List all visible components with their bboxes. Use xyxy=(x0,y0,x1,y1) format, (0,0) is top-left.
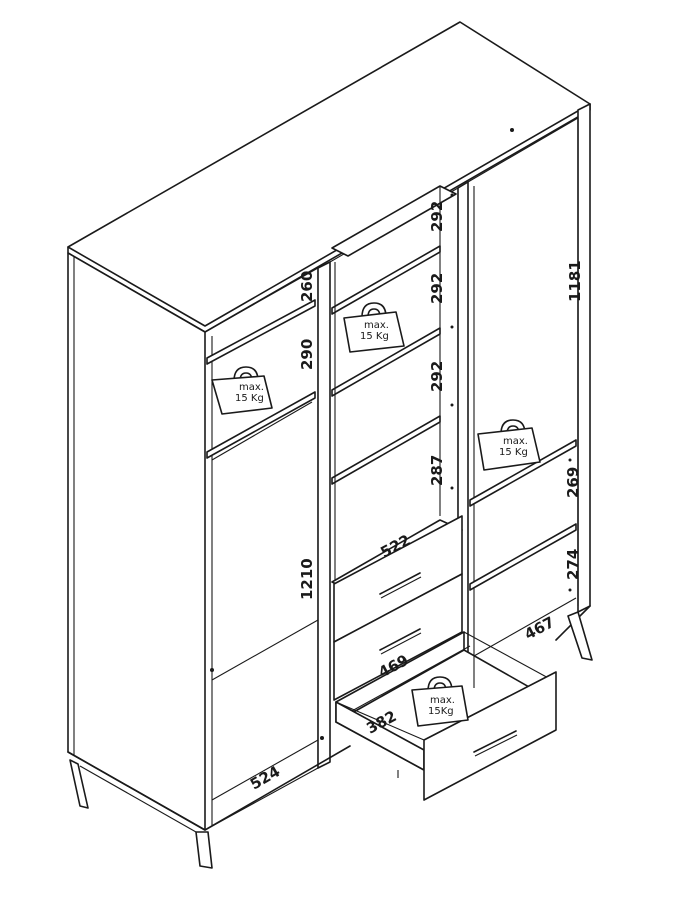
dim-left-hanging-height: 1210 xyxy=(298,558,316,600)
dim-middle-gap-4: 287 xyxy=(428,455,446,486)
leg-front-left xyxy=(69,759,89,809)
dim-middle-gap-2: 292 xyxy=(428,273,446,304)
drawer-1-handle[interactable] xyxy=(379,572,421,595)
right-load-line1: max. xyxy=(503,436,528,447)
base-front xyxy=(67,745,351,831)
weight-icon-left xyxy=(211,366,273,415)
leg-front-center xyxy=(195,831,213,869)
dim-right-hanging-height: 1181 xyxy=(566,260,584,302)
dim-right-gap-2: 274 xyxy=(564,549,582,580)
right-load-line2: 15 Kg xyxy=(499,447,528,458)
left-divider xyxy=(317,261,331,769)
right-shelf-1 xyxy=(469,439,577,507)
left-bottom xyxy=(211,619,319,681)
open-drawer-front-top xyxy=(335,671,557,741)
dim-left-shelf-height: 290 xyxy=(298,339,316,370)
left-hanging-shelf xyxy=(206,391,316,459)
drawer-load-line1: max. xyxy=(430,695,455,706)
left-rail xyxy=(211,401,313,461)
dim-right-gap-1: 269 xyxy=(564,467,582,498)
middle-shelf-1 xyxy=(331,185,457,257)
right-shelf-2 xyxy=(469,523,577,591)
weight-icon-middle xyxy=(343,302,405,353)
right-floor xyxy=(473,597,577,657)
middle-load-line2: 15 Kg xyxy=(360,331,389,342)
drawer-3-handle[interactable] xyxy=(473,730,517,753)
dim-right-depth: 467 xyxy=(521,613,557,644)
weight-icon-right xyxy=(477,419,541,471)
left-floor-front xyxy=(211,739,319,801)
right-back xyxy=(467,117,579,606)
dim-middle-gap-3: 292 xyxy=(428,361,446,392)
drawer-2-front xyxy=(333,573,463,701)
drawer-2-handle[interactable] xyxy=(379,628,421,651)
left-load-line2: 15 Kg xyxy=(235,393,264,404)
leg-front-right xyxy=(567,611,593,661)
weight-icon-drawer xyxy=(411,676,469,727)
dim-middle-gap-1: 292 xyxy=(428,201,446,232)
right-side-panel xyxy=(577,103,591,613)
left-top-shelf xyxy=(206,299,316,365)
left-side-panel xyxy=(67,252,206,831)
drawer-load-line2: 15Kg xyxy=(428,706,454,717)
left-load-line1: max. xyxy=(239,382,264,393)
dim-left-shelf-gap: 260 xyxy=(298,271,316,302)
middle-shelf-4 xyxy=(331,415,441,485)
middle-load-line1: max. xyxy=(364,320,389,331)
